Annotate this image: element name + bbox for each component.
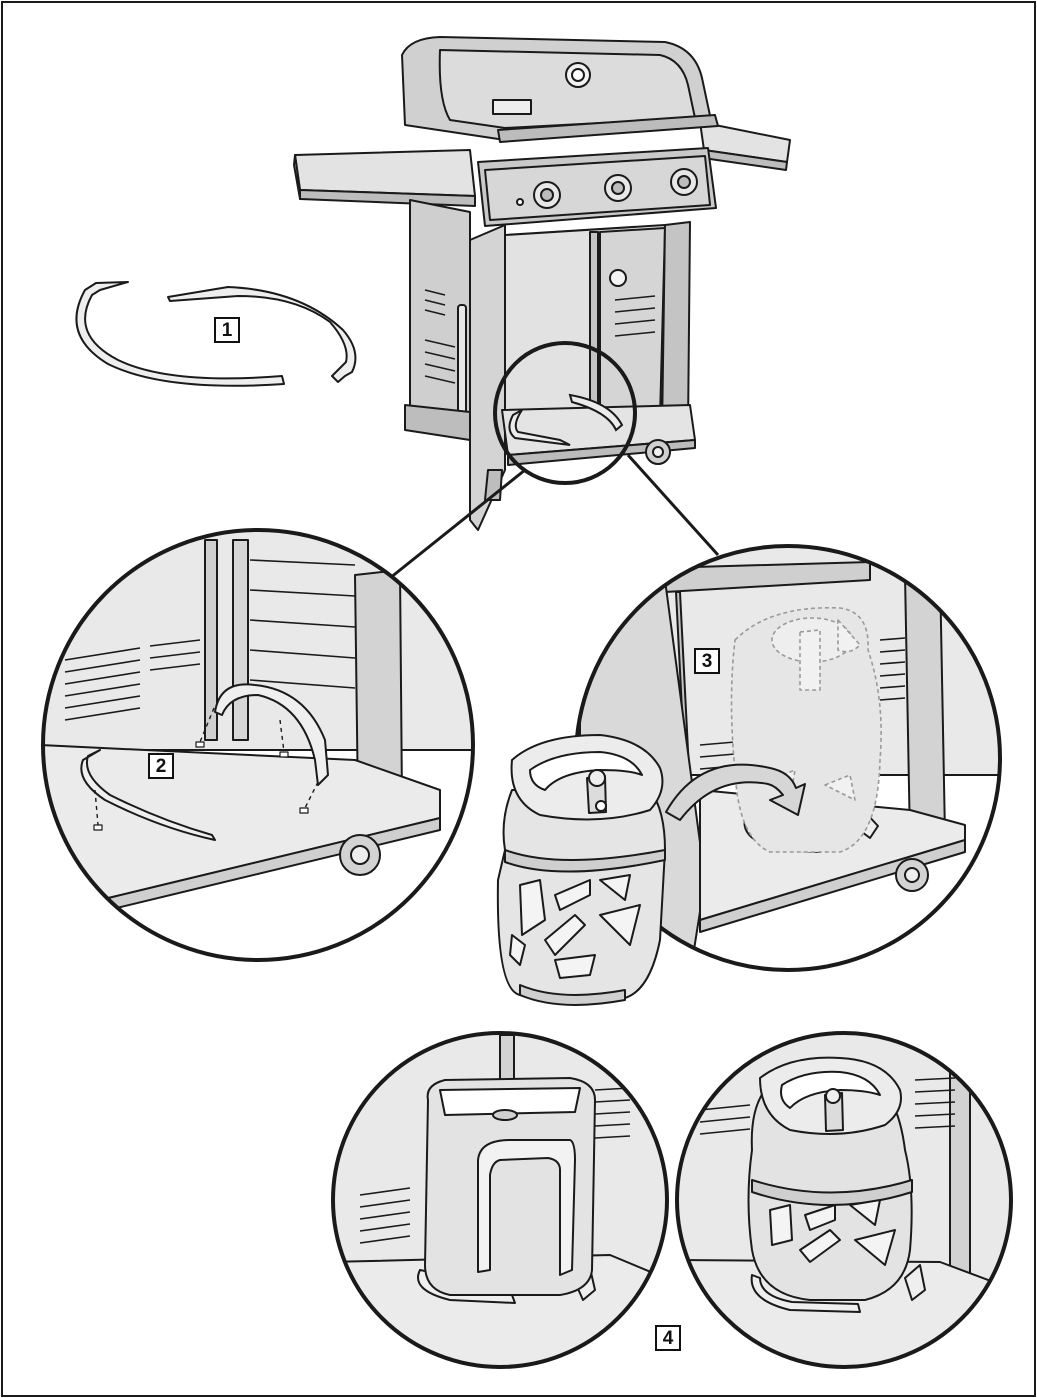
step-1-label: 1: [214, 317, 240, 343]
step-4-label: 4: [655, 1325, 681, 1351]
step-2-label: 2: [148, 753, 174, 779]
tank-target-outline: [730, 606, 882, 853]
detail-zoom-circle: [493, 341, 637, 485]
detail-circle-square-tank: [331, 1031, 669, 1369]
propane-tank-illustration: [496, 734, 666, 1006]
detail-circle-install-retainer: [41, 528, 475, 962]
detail-circle-round-tank: [675, 1031, 1013, 1369]
step-3-label: 3: [694, 648, 720, 674]
insert-arrow-icon: [665, 763, 806, 821]
tank-retainer-clip: [75, 281, 357, 387]
gas-grill-illustration: [293, 36, 791, 531]
